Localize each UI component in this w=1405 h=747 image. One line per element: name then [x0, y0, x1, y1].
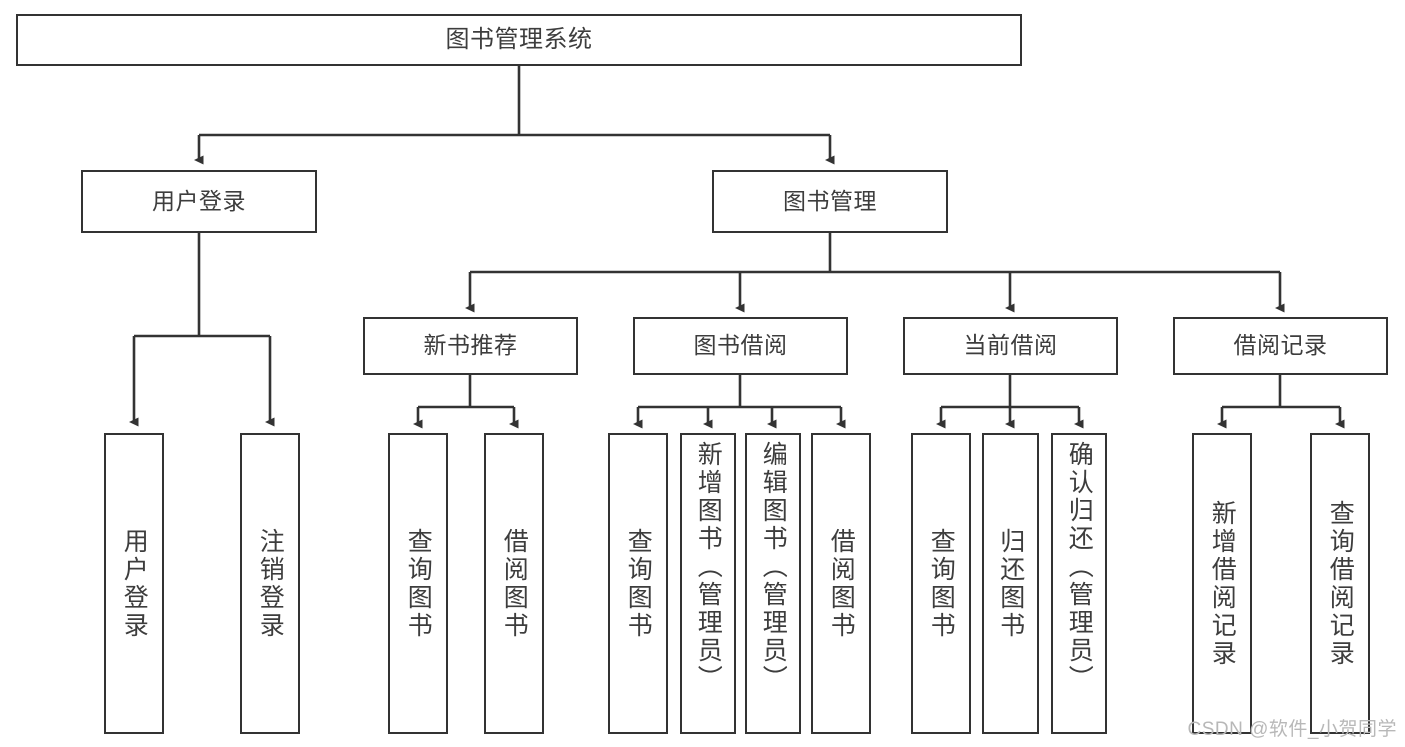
node-label: 查询图书 [927, 527, 956, 640]
node-root-book-management-system[interactable]: 图书管理系统 [16, 14, 1022, 66]
node-label: 图书管理系统 [445, 25, 593, 53]
node-current-borrowing[interactable]: 当前借阅 [903, 317, 1118, 375]
node-label: 新增借阅记录 [1208, 499, 1237, 668]
leaf-user-login-login[interactable]: 用户登录 [104, 433, 164, 734]
node-label: 借阅记录 [1233, 332, 1328, 359]
leaf-current-borrow-query-books[interactable]: 查询图书 [911, 433, 971, 734]
leaf-book-borrow-edit-book-admin[interactable]: 编辑图书（管理员） [745, 433, 801, 734]
leaf-book-borrow-borrow-books[interactable]: 借阅图书 [811, 433, 871, 734]
node-label: 借阅图书 [827, 527, 856, 640]
leaf-new-book-query-books[interactable]: 查询图书 [388, 433, 448, 734]
leaf-borrow-record-add-record[interactable]: 新增借阅记录 [1192, 433, 1252, 734]
node-new-book-recommendation[interactable]: 新书推荐 [363, 317, 578, 375]
leaf-user-login-logout[interactable]: 注销登录 [240, 433, 300, 734]
node-label: 注销登录 [256, 527, 285, 640]
leaf-book-borrow-add-book-admin[interactable]: 新增图书（管理员） [680, 433, 736, 734]
leaf-current-borrow-confirm-return-admin[interactable]: 确认归还（管理员） [1051, 433, 1107, 734]
node-label: 借阅图书 [500, 527, 529, 640]
node-label: 查询图书 [404, 527, 433, 640]
leaf-borrow-record-query-record[interactable]: 查询借阅记录 [1310, 433, 1370, 734]
node-borrowing-record[interactable]: 借阅记录 [1173, 317, 1388, 375]
node-label: 确认归还（管理员） [1065, 441, 1094, 693]
node-label: 归还图书 [996, 527, 1025, 640]
node-label: 图书管理 [783, 187, 877, 214]
node-label: 编辑图书（管理员） [759, 441, 788, 693]
node-label: 图书借阅 [693, 332, 788, 359]
node-label: 新书推荐 [423, 332, 518, 359]
node-label: 查询图书 [624, 527, 653, 640]
node-book-management[interactable]: 图书管理 [712, 170, 948, 233]
leaf-new-book-borrow-books[interactable]: 借阅图书 [484, 433, 544, 734]
node-book-borrowing[interactable]: 图书借阅 [633, 317, 848, 375]
node-label: 用户登录 [120, 527, 149, 640]
leaf-book-borrow-query-books[interactable]: 查询图书 [608, 433, 668, 734]
csdn-watermark: CSDN @软件_小贺同学 [1187, 719, 1397, 740]
leaf-current-borrow-return-books[interactable]: 归还图书 [982, 433, 1039, 734]
node-label: 用户登录 [152, 187, 246, 214]
node-label: 新增图书（管理员） [694, 441, 723, 693]
node-label: 当前借阅 [963, 332, 1058, 359]
node-label: 查询借阅记录 [1326, 499, 1355, 668]
node-user-login[interactable]: 用户登录 [81, 170, 317, 233]
